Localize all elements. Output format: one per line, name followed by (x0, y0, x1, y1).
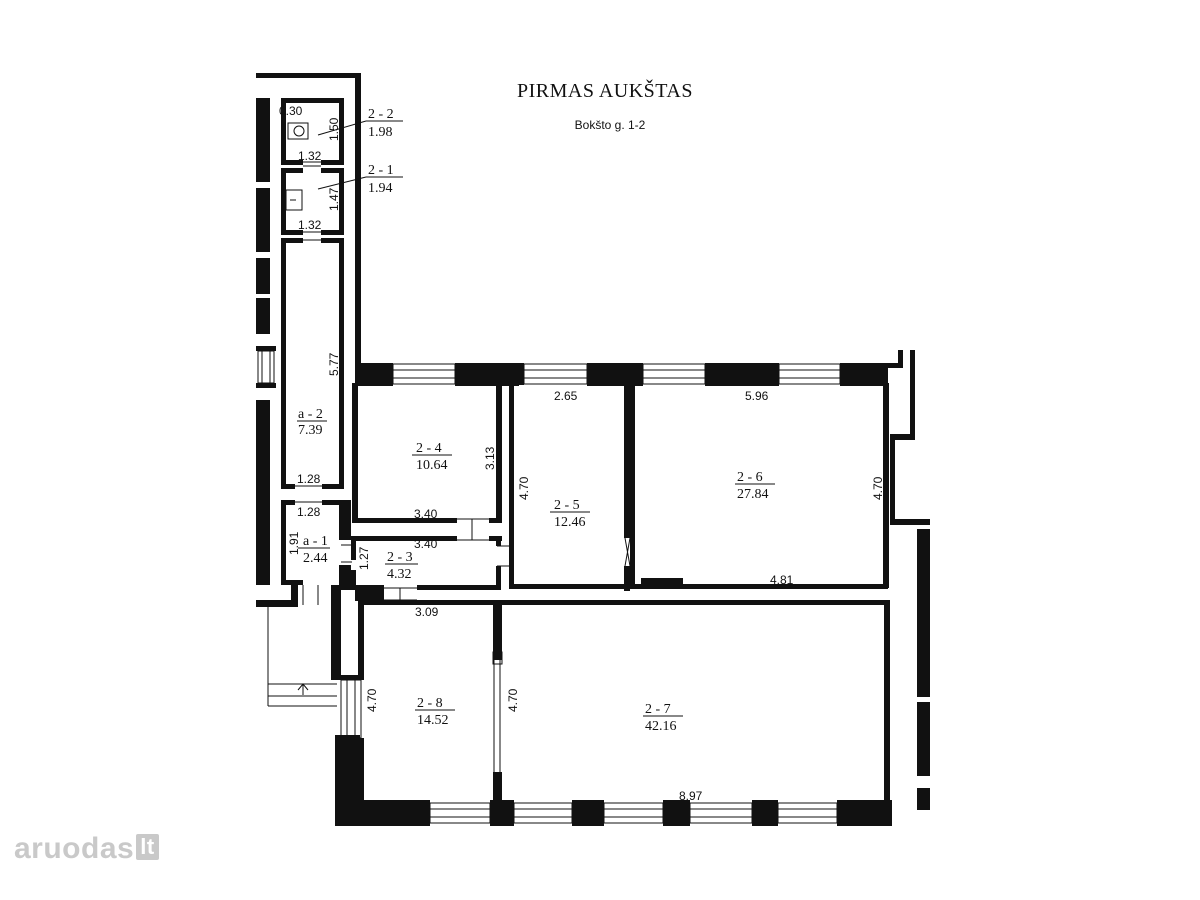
room-2-1-id: 2 - 1 (368, 163, 394, 178)
dim-label: 1.91 (287, 531, 301, 555)
sink-icon (285, 189, 303, 211)
windows (257, 161, 841, 824)
dim-label: 5.77 (327, 352, 341, 376)
dim-label: 3.13 (483, 446, 497, 470)
dim-label: 5.96 (745, 389, 769, 403)
page-title: PIRMAS AUKŠTAS (516, 80, 693, 102)
room-2-4-id: 2 - 4 (416, 441, 442, 456)
room-a-2-area: 7.39 (298, 423, 323, 438)
fixtures (285, 122, 309, 211)
room-2-4-area: 10.64 (416, 458, 448, 473)
dim-label: 4.81 (770, 573, 794, 587)
room-fraction-bars (297, 420, 775, 717)
dim-label: 1.28 (297, 472, 321, 486)
room-2-7-area: 42.16 (645, 719, 677, 734)
room-2-3-id: 2 - 3 (387, 550, 413, 565)
room-2-8-area: 14.52 (417, 713, 449, 728)
room-2-2-area: 1.98 (368, 125, 393, 140)
room-a-2-id: a - 2 (298, 407, 323, 422)
dim-label: 1.32 (298, 149, 322, 163)
dim-label: 4.70 (517, 476, 531, 500)
room-a-1-id: a - 1 (303, 534, 328, 549)
dim-label: 1.28 (297, 505, 321, 519)
watermark-brand: aruodas (14, 832, 135, 865)
dim-label: 4.70 (506, 688, 520, 712)
dim-label: 1.50 (327, 117, 341, 141)
room-2-8-id: 2 - 8 (417, 696, 443, 711)
dim-label: 2.65 (554, 389, 578, 403)
dim-label: 1.47 (327, 187, 341, 211)
dim-label: 3.40 (414, 507, 438, 521)
toilet-icon (287, 122, 309, 140)
dim-label: 4.70 (365, 688, 379, 712)
room-2-1-area: 1.94 (368, 181, 393, 196)
area-leader-lines (317, 120, 403, 190)
room-2-2-id: 2 - 2 (368, 107, 394, 122)
room-2-5-area: 12.46 (554, 515, 586, 530)
room-2-6-id: 2 - 6 (737, 470, 763, 485)
room-2-5-id: 2 - 5 (554, 498, 580, 513)
dim-label: 0.30 (279, 104, 303, 118)
room-2-6-area: 27.84 (737, 487, 769, 502)
room-a-1-area: 2.44 (303, 551, 328, 566)
address-label: Bokšto g. 1-2 (574, 118, 646, 132)
watermark-tld: lt (136, 834, 159, 860)
room-2-7-id: 2 - 7 (645, 702, 671, 717)
dim-label: 1.27 (357, 546, 371, 570)
dim-label: 3.40 (414, 537, 438, 551)
dim-label: 1.32 (298, 218, 322, 232)
room-2-3-area: 4.32 (387, 567, 412, 582)
walls (256, 73, 930, 826)
dim-label: 3.09 (415, 605, 439, 619)
dim-label: 4.70 (871, 476, 885, 500)
dim-label: 8.97 (679, 789, 703, 803)
